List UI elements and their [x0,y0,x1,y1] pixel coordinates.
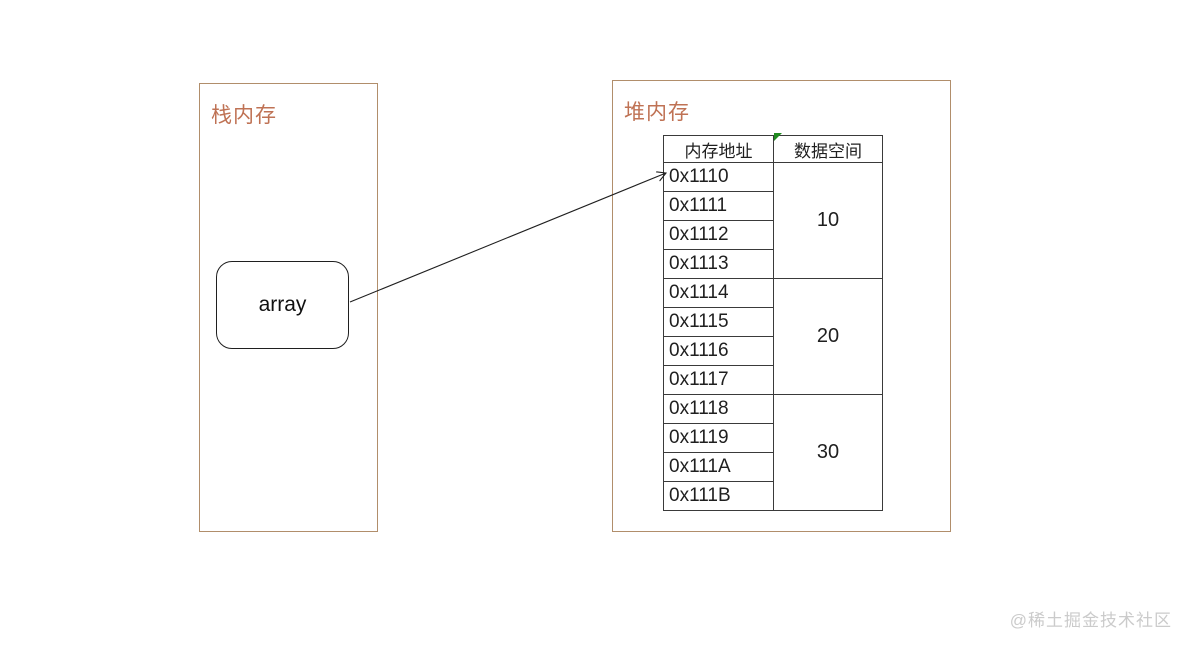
address-cell: 0x1114 [663,278,774,308]
array-variable-label: array [258,293,307,316]
header-memory-address: 内存地址 [663,135,774,163]
table-row: 0x1114 20 [663,278,883,395]
table-row: 0x1118 30 [663,394,883,511]
address-cell: 0x1118 [663,394,774,424]
address-cell: 0x1119 [663,423,774,453]
watermark-text: @稀土掘金技术社区 [1009,611,1172,630]
table-row: 0x111A [663,452,883,482]
stack-memory-title: 栈内存 [211,104,277,127]
table-row: 0x111B [663,481,883,511]
header-data-space-label: 数据空间 [794,141,862,161]
header-data-space: 数据空间 [773,133,883,163]
address-cell: 0x1111 [663,191,774,221]
address-cell: 0x1116 [663,336,774,366]
address-cell: 0x1112 [663,220,774,250]
table-row: 0x1115 [663,307,883,337]
heap-memory-title: 堆内存 [624,101,690,124]
heap-memory-table: 内存地址 数据空间 0x1110 10 0x1111 0x1112 0x1113 [663,133,883,511]
array-variable-node: array [216,261,349,349]
green-corner-flag-icon [774,133,782,141]
address-cell: 0x1117 [663,365,774,395]
address-cell: 0x1115 [663,307,774,337]
value-cell: 20 [773,278,883,395]
table-row: 0x1119 [663,423,883,453]
address-cell: 0x1113 [663,249,774,279]
table-row: 0x1117 [663,365,883,395]
table-row: 0x1110 10 [663,162,883,279]
address-cell: 0x111A [663,452,774,482]
address-cell: 0x1110 [663,162,774,192]
table-header-row: 内存地址 数据空间 [663,133,883,163]
table-row: 0x1112 [663,220,883,250]
address-cell: 0x111B [663,481,774,511]
table-row: 0x1113 [663,249,883,279]
value-cell: 10 [773,162,883,279]
value-cell: 30 [773,394,883,511]
